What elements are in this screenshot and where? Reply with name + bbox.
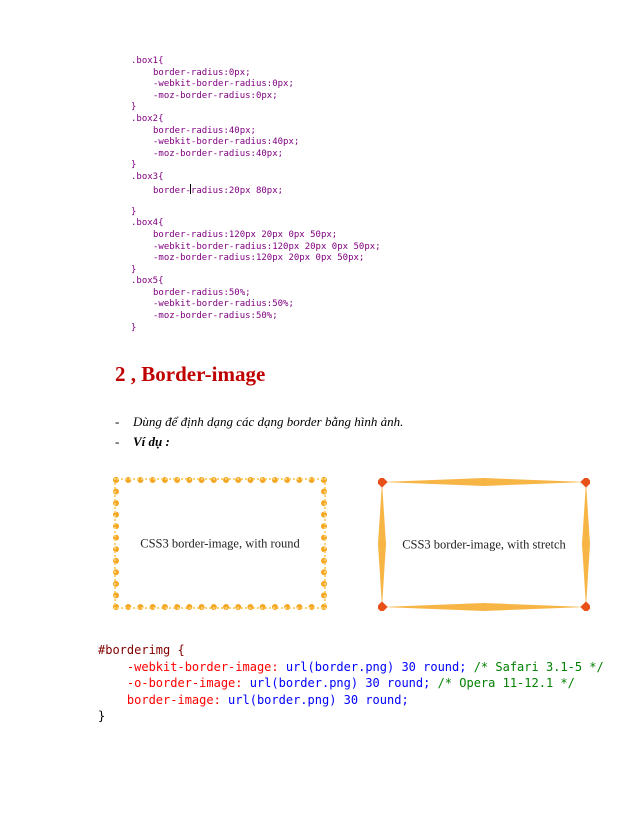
bullet-text: Ví dụ : — [133, 434, 170, 449]
border-image-round-demo: CSS3 border-image, with round — [113, 477, 327, 610]
code-line — [131, 195, 381, 207]
code-line: } — [131, 206, 137, 217]
code-line: .box4{ — [131, 218, 164, 229]
code-line: #borderimg { — [98, 642, 604, 659]
code-line: } — [131, 322, 137, 333]
css-property: -o-border-image: — [126, 676, 243, 690]
code-line: border-radius:40px; — [153, 125, 256, 136]
section-heading: 2 , Border-image — [115, 362, 266, 386]
bullet-list: - Dùng để định dạng các dạng border bằng… — [115, 414, 403, 454]
code-line: border-image: url(border.png) 30 round; — [98, 692, 604, 709]
code-line: .box3{ — [131, 171, 164, 182]
bullet-item: - Ví dụ : — [115, 434, 170, 449]
border-image-stretch-demo: CSS3 border-image, with stretch — [378, 478, 590, 611]
css-example-code: #borderimg { -webkit-border-image: url(b… — [98, 642, 604, 725]
code-line: border-radius:120px 20px 0px 50px; — [153, 229, 338, 240]
demo-label-round: CSS3 border-image, with round — [140, 536, 300, 550]
code-line: -webkit-border-radius:120px 20px 0px 50p… — [153, 241, 381, 252]
css-property: border-image: — [126, 692, 221, 707]
bullet-text: Dùng để định dạng các dạng border bằng h… — [133, 414, 404, 429]
code-line: border-radius:50%; — [153, 287, 251, 298]
text-caret — [190, 183, 192, 194]
css-code-block: .box1{border-radius:0px;-webkit-border-r… — [131, 56, 381, 334]
code-line: } — [131, 264, 137, 275]
code-line: -moz-border-radius:50%; — [153, 311, 278, 322]
code-line: } — [131, 160, 137, 171]
code-line: .box2{ — [131, 113, 164, 124]
closing-brace: } — [98, 709, 106, 723]
css-value: url(border.png) 30 round; — [242, 676, 431, 690]
css-comment: /* Safari 3.1-5 */ — [466, 659, 604, 674]
stretch-border-graphic — [378, 478, 590, 611]
code-line: -moz-border-radius:120px 20px 0px 50px; — [153, 253, 365, 264]
css-value: url(border.png) 30 round; — [220, 692, 409, 707]
code-line: -webkit-border-radius:0px; — [153, 79, 294, 90]
code-line: } — [131, 102, 137, 113]
code-line: -webkit-border-image: url(border.png) 30… — [98, 659, 604, 676]
code-line: -o-border-image: url(border.png) 30 roun… — [98, 675, 604, 692]
demo-label-stretch: CSS3 border-image, with stretch — [402, 537, 566, 551]
code-line: border-radius:20px 80px; — [153, 183, 284, 196]
code-line: .box5{ — [131, 276, 164, 287]
css-comment: /* Opera 11-12.1 */ — [430, 676, 575, 690]
css-property: -webkit-border-image: — [126, 659, 279, 674]
code-line: -webkit-border-radius:50%; — [153, 299, 294, 310]
code-line: border-radius:0px; — [153, 67, 251, 78]
code-line: } — [98, 708, 604, 725]
bullet-item: - Dùng để định dạng các dạng border bằng… — [115, 414, 404, 429]
code-line: -webkit-border-radius:40px; — [153, 137, 300, 148]
code-line: .box1{ — [131, 56, 164, 66]
css-selector: #borderimg { — [98, 643, 185, 657]
css-value: url(border.png) 30 round; — [278, 659, 467, 674]
code-line: -moz-border-radius:0px; — [153, 90, 278, 101]
code-line: -moz-border-radius:40px; — [153, 148, 284, 159]
